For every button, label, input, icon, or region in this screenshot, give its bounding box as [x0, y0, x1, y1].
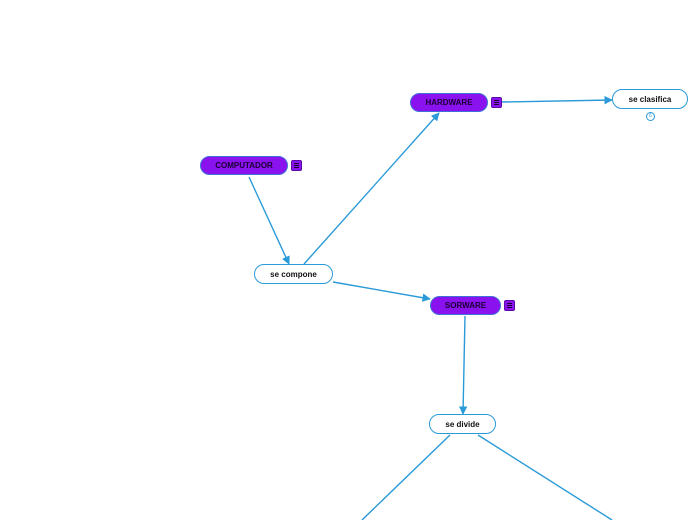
topic-hardware[interactable]: HARDWARE: [410, 93, 488, 112]
connector-se-compone-to-hardware: [303, 112, 440, 265]
link-se-compone[interactable]: se compone: [254, 264, 333, 284]
topic-hardware-label: HARDWARE: [425, 98, 473, 107]
topic-computador-label: COMPUTADOR: [215, 161, 273, 170]
connector-se-compone-to-sorware: [332, 281, 431, 302]
link-se-clasifica[interactable]: se clasifica: [612, 89, 688, 109]
connector-se-divide-right-branch: [477, 434, 613, 520]
connector-hardware-to-se-clasifica: [501, 95, 613, 105]
notes-icon[interactable]: [291, 160, 302, 171]
link-se-divide[interactable]: se divide: [429, 414, 496, 434]
collapse-toggle-icon[interactable]: 6: [646, 112, 655, 121]
collapse-count: 6: [649, 113, 652, 119]
notes-icon[interactable]: [504, 300, 515, 311]
topic-sorware-label: SORWARE: [444, 301, 487, 310]
connector-sorware-to-se-divide: [458, 315, 468, 415]
connector-se-divide-left-branch: [361, 434, 451, 520]
topic-computador[interactable]: COMPUTADOR: [200, 156, 288, 175]
link-se-divide-label: se divide: [445, 419, 480, 429]
link-se-clasifica-label: se clasifica: [628, 94, 672, 104]
notes-icon[interactable]: [491, 97, 502, 108]
topic-sorware[interactable]: SORWARE: [430, 296, 501, 315]
connector-computador-to-se-compone: [248, 176, 290, 265]
link-se-compone-label: se compone: [270, 269, 317, 279]
